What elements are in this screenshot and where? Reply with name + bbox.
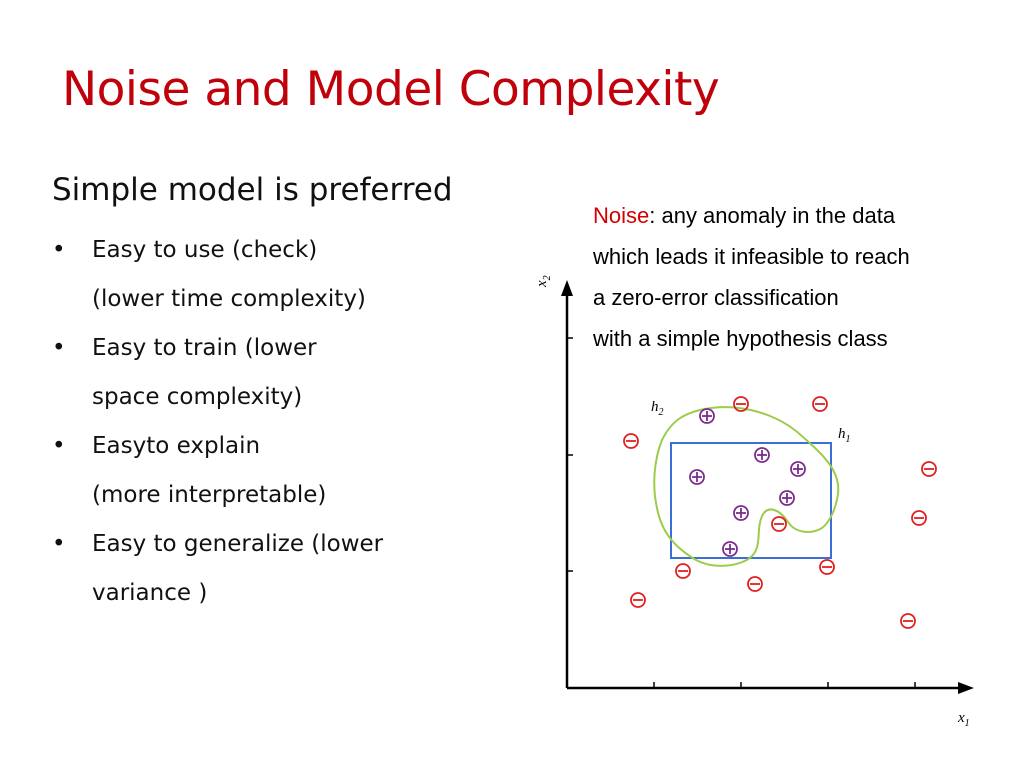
circle-plus-icon (699, 408, 715, 424)
x-axis-symbol: x (957, 710, 965, 726)
h1-subscript: 1 (846, 434, 851, 445)
negative-points (623, 396, 937, 629)
bullet-text: Easy to train (lower (92, 335, 317, 361)
noise-line-4: with a simple hypothesis class (593, 326, 888, 351)
h1-symbol: h (838, 426, 846, 442)
bullet-text: Easy to generalize (lower (92, 531, 384, 557)
bullet-continuation: (more interpretable) (92, 482, 327, 508)
circle-minus-icon (819, 559, 835, 575)
bullet-dot: • (52, 335, 66, 361)
circle-minus-icon (900, 613, 916, 629)
positive-points (689, 408, 806, 557)
noise-term: Noise (593, 203, 650, 228)
circle-minus-icon (911, 510, 927, 526)
y-axis-symbol: x (534, 280, 550, 288)
h2-subscript: 2 (659, 407, 664, 418)
h2-symbol: h (651, 399, 659, 415)
x-axis-label: x1 (957, 710, 970, 729)
y-axis-arrowhead (561, 280, 573, 296)
bullet-content: Simple model is preferred • Easy to use … (52, 172, 552, 618)
bullet-continuation: space complexity) (92, 384, 303, 410)
h2-label: h2 (651, 399, 664, 418)
h2-curve (653, 406, 840, 567)
section-heading: Simple model is preferred (52, 172, 453, 208)
bullet-text: Easyto explain (92, 433, 261, 459)
circle-plus-icon (722, 541, 738, 557)
noise-line-2: which leads it infeasible to reach (593, 244, 910, 269)
bullet-item: • Easy to generalize (lower (52, 520, 552, 569)
y-axis-subscript: 2 (542, 275, 553, 280)
circle-minus-icon (675, 563, 691, 579)
bullet-continuation: (lower time complexity) (92, 286, 366, 312)
y-axis-label: x2 (534, 275, 553, 288)
h1-rectangle (670, 442, 832, 559)
bullet-item: • Easyto explain (52, 422, 552, 471)
circle-plus-icon (689, 469, 705, 485)
noise-definition: Noise: any anomaly in the data which lea… (593, 195, 910, 359)
circle-minus-icon (733, 396, 749, 412)
bullet-dot: • (52, 433, 66, 459)
noise-line-1: Noise: any anomaly in the data (593, 195, 910, 236)
bullet-item: • Easy to use (check) (52, 226, 552, 275)
bullet-dot: • (52, 237, 66, 263)
noise-definition-text: : any anomaly in the data (649, 203, 896, 228)
circle-minus-icon (630, 592, 646, 608)
circle-plus-icon (754, 447, 770, 463)
circle-minus-icon (812, 396, 828, 412)
bullet-dot: • (52, 531, 66, 557)
axes (561, 280, 974, 694)
bullet-item: • Easy to train (lower (52, 324, 552, 373)
circle-minus-icon (921, 461, 937, 477)
slide-title: Noise and Model Complexity (62, 62, 720, 117)
x-axis-arrowhead (958, 682, 974, 694)
bullet-text: Easy to use (check) (92, 237, 318, 263)
circle-minus-icon (623, 433, 639, 449)
circle-minus-icon (771, 516, 787, 532)
circle-plus-icon (779, 490, 795, 506)
bullet-continuation: variance ) (92, 580, 208, 606)
circle-plus-icon (790, 461, 806, 477)
circle-minus-icon (747, 576, 763, 592)
h1-label: h1 (838, 426, 851, 445)
noise-line-3: a zero-error classification (593, 285, 839, 310)
x-axis-subscript: 1 (965, 718, 970, 729)
circle-plus-icon (733, 505, 749, 521)
